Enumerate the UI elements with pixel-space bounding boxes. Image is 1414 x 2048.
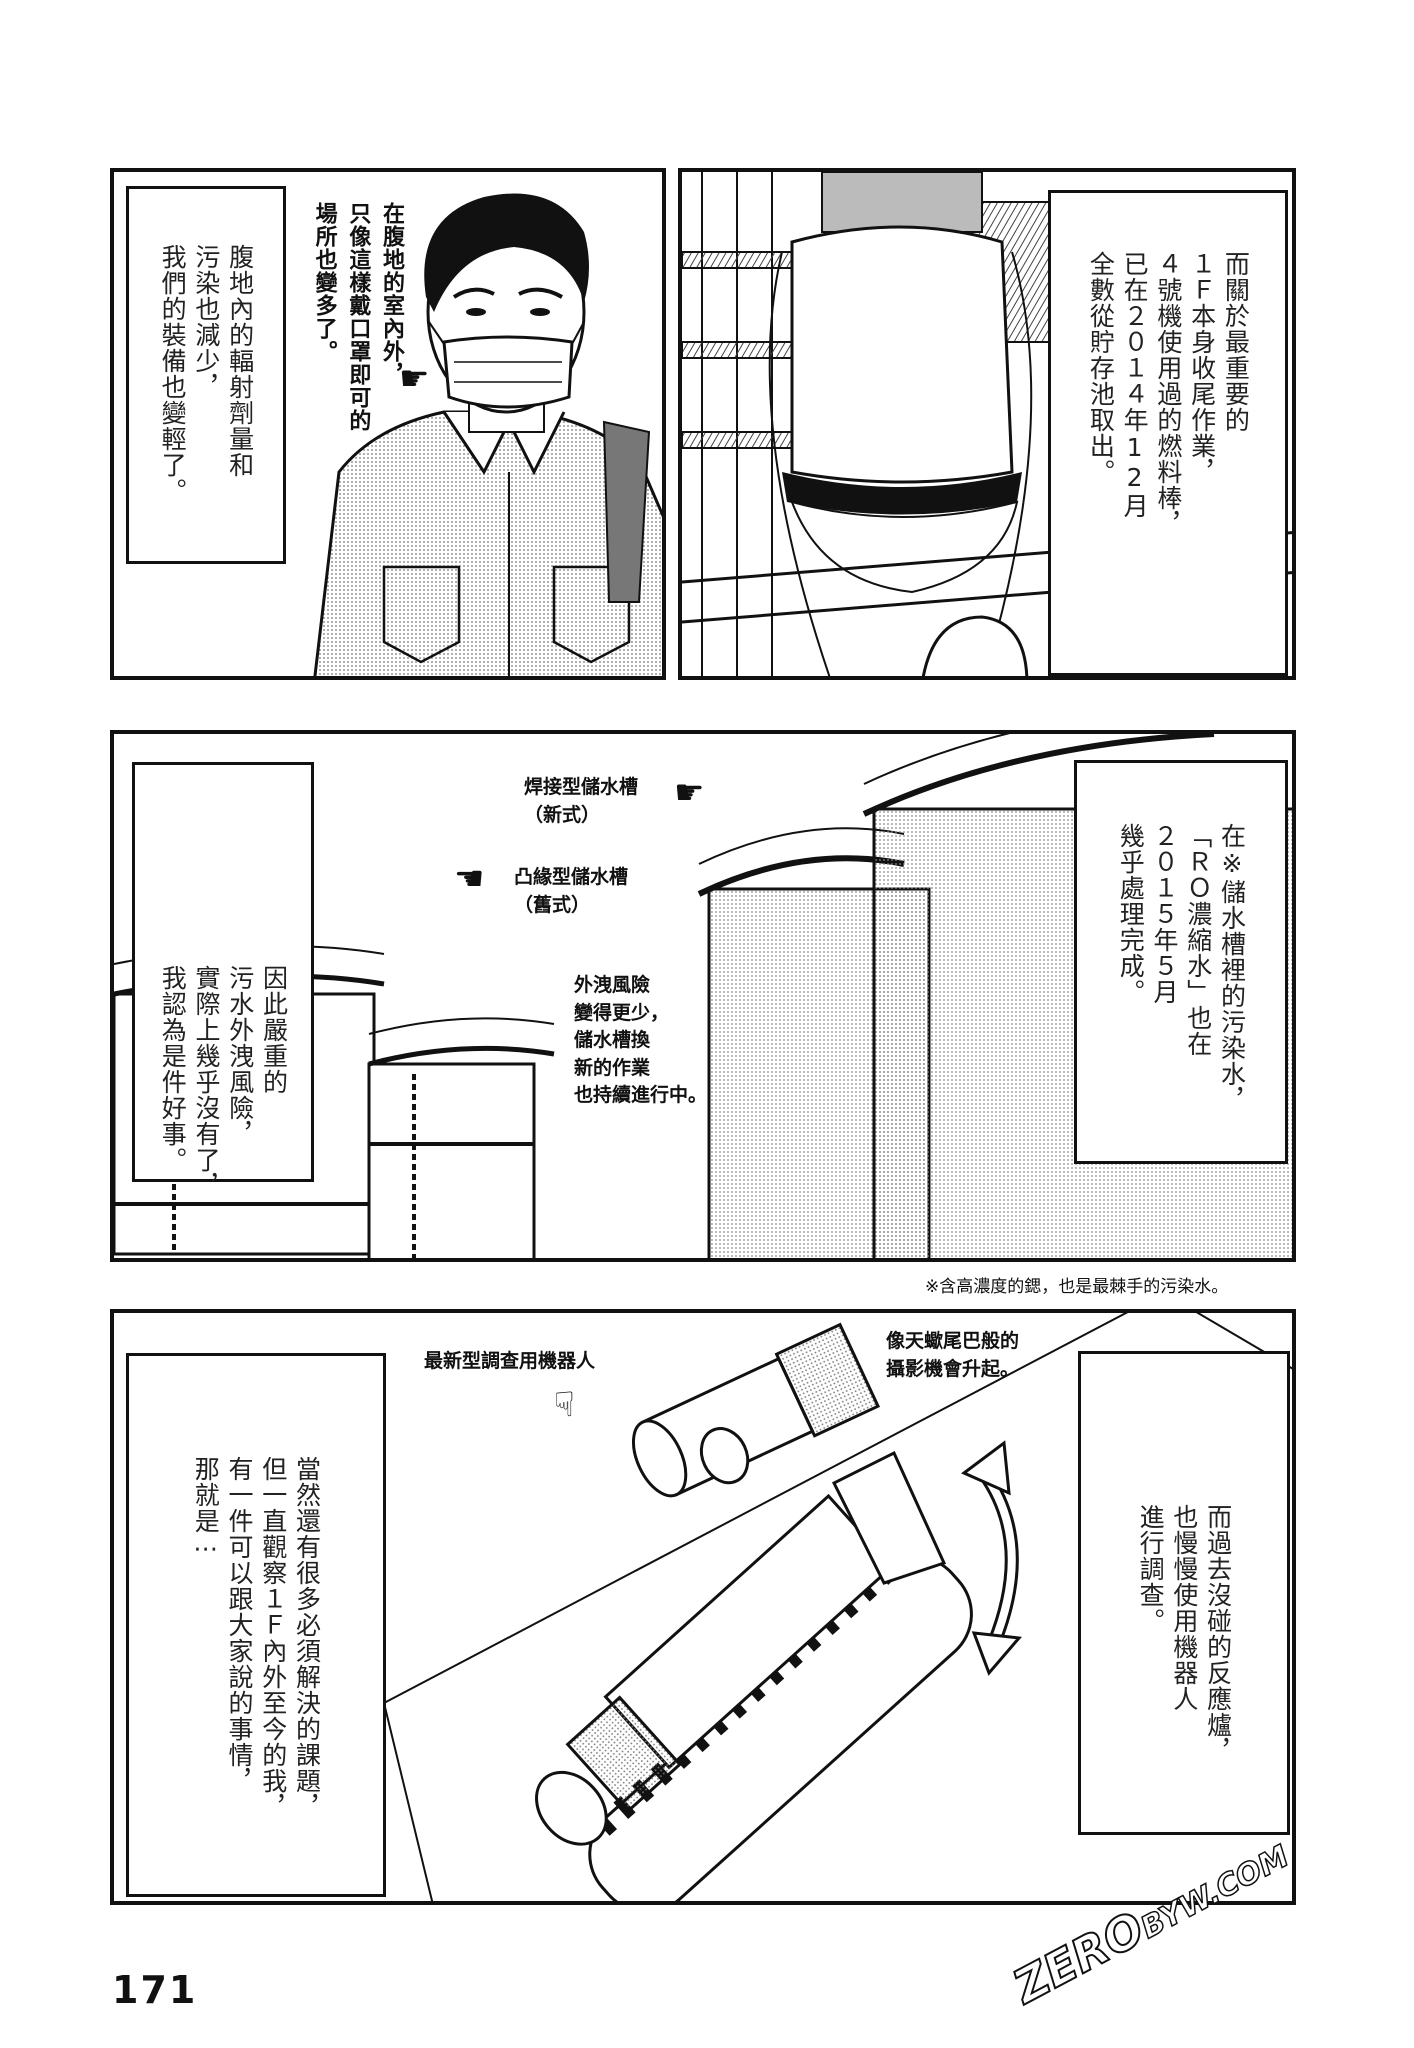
man-illustration (313, 193, 662, 676)
narration-line: 有一件可以跟大家說的事情， (225, 1456, 254, 1794)
narration-line: 幾乎處理完成。 (1116, 823, 1146, 1005)
narration-line: ４號機使用過的燃料棒， (1153, 251, 1183, 537)
narration-line: 那就是⋯ (191, 1456, 221, 1564)
narration-line: 進行調查。 (1136, 1504, 1166, 1634)
pointing-hand-icon: ☛ (399, 359, 430, 399)
narration-box: 因此嚴重的 污水外洩風險， 實際上幾乎沒有了， 我認為是件好事。 (132, 762, 314, 1199)
narration-box: 在※儲水槽裡的污染水， 「ＲＯ濃縮水」也在 ２０１５年５月 幾乎處理完成。 (1074, 760, 1288, 1164)
narration-line: 「ＲＯ濃縮水」也在 (1183, 823, 1213, 1057)
narration-line: 污水外洩風險， (225, 965, 255, 1147)
narration-box: 當然還有很多必須解決的課題， 但一直觀察１Ｆ內外至今的我， 有一件可以跟大家說的… (126, 1353, 386, 1897)
narration-line: 已在２０１４年12月 (1120, 251, 1150, 519)
speech-line: 在腹地的室內外， (379, 202, 404, 386)
speech-line: 只像這樣戴口罩即可的 (345, 202, 371, 432)
robot-illustration (382, 1313, 1292, 1901)
panel-fuel-cask: 而關於最重要的 １Ｆ本身收尾作業， ４號機使用過的燃料棒， 已在２０１４年12月… (678, 168, 1296, 680)
narration-line: ２０１５年５月 (1150, 823, 1179, 1005)
narration-line: 我認為是件好事。 (158, 965, 188, 1173)
narration-box: 而過去沒碰的反應爐， 也慢慢使用機器人 進行調查。 (1078, 1351, 1290, 1835)
page-number: 171 (112, 1968, 198, 2012)
label-old-tank: 凸緣型儲水槽 （舊式） (514, 866, 629, 916)
pointing-hand-icon: ☚ (454, 859, 485, 899)
speech-line: 場所也變多了。 (311, 202, 337, 363)
panel-robot: 當然還有很多必須解決的課題， 但一直觀察１Ｆ內外至今的我， 有一件可以跟大家說的… (110, 1309, 1296, 1905)
pointing-hand-icon: ☛ (674, 773, 705, 813)
label-new-tank: 焊接型儲水槽 （新式） (524, 776, 639, 826)
narration-line: 因此嚴重的 (259, 965, 289, 1095)
fuel-cask-illustration (682, 172, 1292, 676)
narration-line: 污染也減少， (191, 244, 221, 400)
narration-line: 腹地內的輻射劑量和 (225, 244, 255, 478)
narration-line: 當然還有很多必須解決的課題， (292, 1456, 322, 1820)
footnote: ※含高濃度的鍶，也是最棘手的污染水。 (925, 1277, 1229, 1297)
speech-text: 在腹地的室內外， 只像這樣戴口罩即可的 場所也變多了。 (296, 202, 406, 502)
narration-line: 實際上幾乎沒有了， (192, 965, 221, 1199)
narration-line: １Ｆ本身收尾作業， (1187, 251, 1217, 485)
narration-line: 而關於最重要的 (1221, 251, 1251, 433)
label-camera: 像天蠍尾巴般的 攝影機會升起。 (886, 1330, 1020, 1380)
narration-line: 而過去沒碰的反應爐， (1203, 1504, 1233, 1764)
panel-water-tanks: 因此嚴重的 污水外洩風險， 實際上幾乎沒有了， 我認為是件好事。 焊接型儲水槽 … (110, 730, 1296, 1262)
narration-line: 我們的裝備也變輕了。 (158, 244, 188, 504)
narration-line: 全數從貯存池取出。 (1086, 251, 1116, 485)
label-replacement-note: 外洩風險 變得更少， 儲水槽換 新的作業 也持續進行中。 (574, 972, 708, 1110)
narration-box: 腹地內的輻射劑量和 污染也減少， 我們的裝備也變輕了。 (126, 186, 286, 564)
label-robot: 最新型調查用機器人 (424, 1350, 596, 1372)
watermark-main: ZERO (1004, 1900, 1154, 2015)
panel-man-with-mask: 腹地內的輻射劑量和 污染也減少， 我們的裝備也變輕了。 在腹地的室內外， 只像這… (110, 168, 666, 680)
narration-box: 而關於最重要的 １Ｆ本身收尾作業， ４號機使用過的燃料棒， 已在２０１４年12月… (1048, 190, 1288, 676)
narration-line: 在※儲水槽裡的污染水， (1217, 823, 1247, 1113)
narration-line: 但一直觀察１Ｆ內外至今的我， (258, 1456, 288, 1820)
pointing-down-hand-icon: ☟ (554, 1385, 575, 1425)
narration-line: 也慢慢使用機器人 (1169, 1504, 1199, 1712)
